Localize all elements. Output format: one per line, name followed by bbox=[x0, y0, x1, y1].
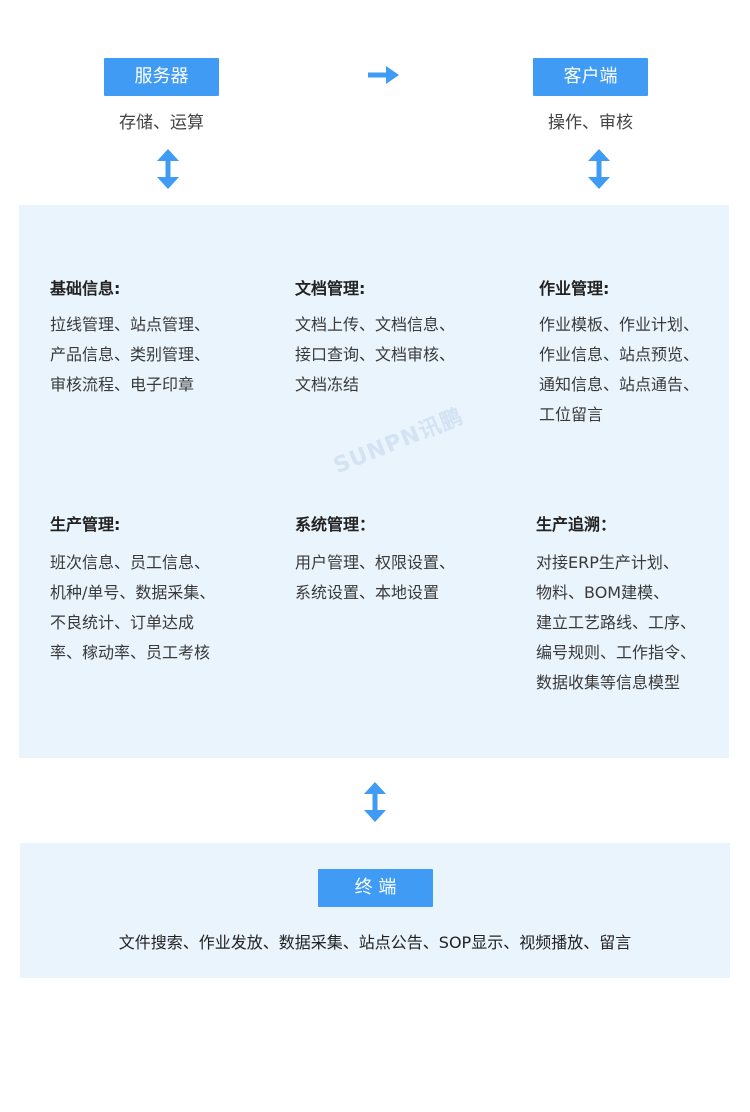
list-item: 机种/单号、数据采集、 bbox=[50, 583, 216, 602]
list-item: 作业信息、站点预览、 bbox=[539, 345, 700, 364]
module-list-system: 用户管理、权限设置、 系统设置、本地设置 bbox=[295, 548, 455, 608]
list-item: 用户管理、权限设置、 bbox=[295, 553, 456, 572]
list-item: 率、稼动率、员工考核 bbox=[50, 643, 211, 662]
client-tag: 客户端 bbox=[533, 58, 648, 96]
list-item: 审核流程、电子印章 bbox=[50, 375, 195, 394]
list-item: 建立工艺路线、工序、 bbox=[536, 613, 697, 632]
module-list-basic-info: 拉线管理、站点管理、 产品信息、类别管理、 审核流程、电子印章 bbox=[50, 310, 210, 400]
server-sync-arrow-icon bbox=[157, 149, 179, 189]
list-item: 产品信息、类别管理、 bbox=[50, 345, 211, 364]
list-item: 工位留言 bbox=[539, 405, 604, 424]
list-item: 对接ERP生产计划、 bbox=[536, 553, 679, 572]
terminal-functions: 文件搜索、作业发放、数据采集、站点公告、SOP显示、视频播放、留言 bbox=[118, 933, 632, 952]
list-item: 文档冻结 bbox=[295, 375, 360, 394]
server-tag: 服务器 bbox=[104, 58, 219, 96]
module-title-production: 生产管理: bbox=[50, 515, 121, 534]
list-item: 班次信息、员工信息、 bbox=[50, 553, 211, 572]
list-item: 作业模板、作业计划、 bbox=[539, 315, 700, 334]
module-list-traceability: 对接ERP生产计划、 物料、BOM建模、 建立工艺路线、工序、 编号规则、工作指… bbox=[536, 548, 696, 698]
terminal-sync-arrow-icon bbox=[364, 782, 386, 822]
module-title-system: 系统管理： bbox=[295, 515, 376, 534]
list-item: 通知信息、站点通告、 bbox=[539, 375, 700, 394]
server-subtitle: 存储、运算 bbox=[119, 113, 204, 133]
terminal-panel bbox=[20, 843, 730, 978]
client-subtitle: 操作、审核 bbox=[548, 113, 633, 133]
modules-panel bbox=[19, 205, 729, 758]
list-item: 系统设置、本地设置 bbox=[295, 583, 440, 602]
list-item: 拉线管理、站点管理、 bbox=[50, 315, 211, 334]
module-title-traceability: 生产追溯： bbox=[536, 515, 617, 534]
module-list-document: 文档上传、文档信息、 接口查询、文档审核、 文档冻结 bbox=[295, 310, 455, 400]
list-item: 数据收集等信息模型 bbox=[536, 673, 681, 692]
list-item: 接口查询、文档审核、 bbox=[295, 345, 456, 364]
right-arrow-icon bbox=[368, 66, 399, 84]
list-item: 物料、BOM建模、 bbox=[536, 583, 670, 602]
list-item: 不良统计、订单达成 bbox=[50, 613, 195, 632]
module-title-job: 作业管理: bbox=[539, 279, 610, 298]
module-title-basic-info: 基础信息: bbox=[50, 279, 121, 298]
module-list-production: 班次信息、员工信息、 机种/单号、数据采集、 不良统计、订单达成 率、稼动率、员… bbox=[50, 548, 215, 668]
module-title-document: 文档管理: bbox=[295, 279, 366, 298]
list-item: 文档上传、文档信息、 bbox=[295, 315, 456, 334]
client-sync-arrow-icon bbox=[588, 149, 610, 189]
terminal-tag: 终 端 bbox=[318, 869, 433, 907]
list-item: 编号规则、工作指令、 bbox=[536, 643, 697, 662]
module-list-job: 作业模板、作业计划、 作业信息、站点预览、 通知信息、站点通告、 工位留言 bbox=[539, 310, 699, 430]
